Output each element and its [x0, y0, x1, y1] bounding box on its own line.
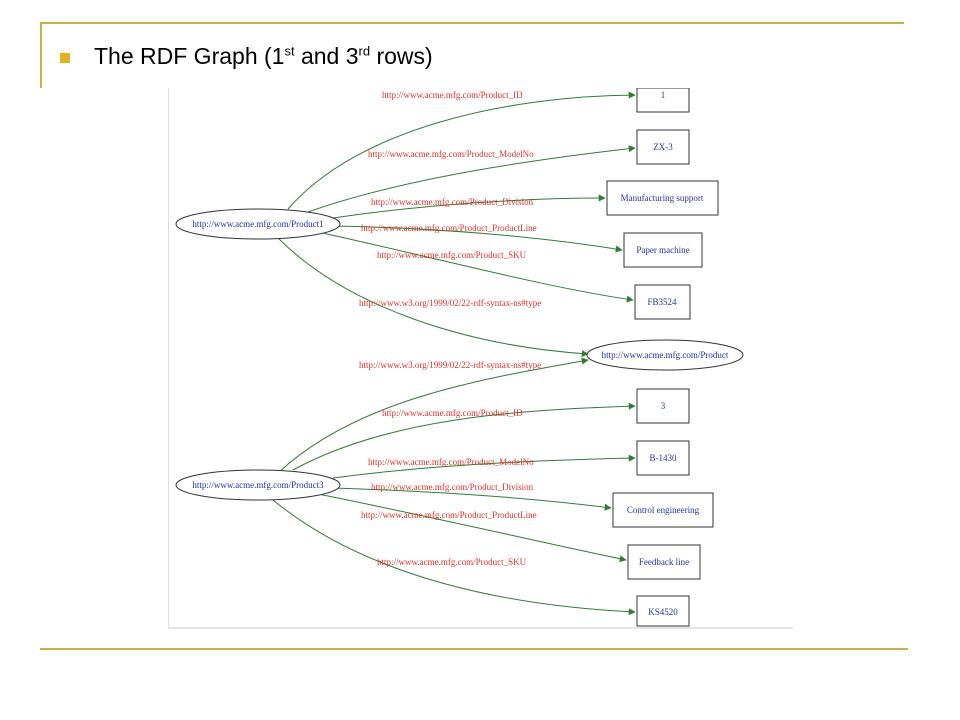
node-label-product1: http://www.acme.mfg.com/Product1 — [192, 219, 323, 229]
node-label-lit-manufacturing: Manufacturing support — [621, 193, 704, 203]
edge-label-p1-id: http://www.acme.mfg.com/Product_ID — [382, 90, 523, 100]
node-lit-manufacturing — [606, 180, 719, 216]
node-product1 — [175, 208, 341, 240]
node-lit-1 — [636, 88, 690, 113]
edge-p3-sku — [272, 499, 636, 616]
node-label-lit-control: Control engineering — [627, 505, 700, 515]
node-label-product-class: http://www.acme.mfg.com/Product — [602, 350, 729, 360]
edge-label-p3-id: http://www.acme.mfg.com/Product_ID — [382, 408, 523, 418]
edge-p1-type — [277, 237, 589, 358]
node-product3 — [175, 469, 341, 501]
edge-p3-type — [277, 357, 589, 474]
bottom-rule — [40, 648, 908, 650]
edge-p1-line — [332, 225, 623, 253]
node-label-lit-zx3: ZX-3 — [653, 142, 673, 152]
node-lit-zx3 — [636, 129, 690, 165]
edge-label-p1-type: http://www.w3.org/1999/02/22-rdf-syntax-… — [359, 298, 541, 308]
node-label-lit-b1430: B-1430 — [650, 453, 678, 463]
edge-p1-id — [287, 91, 636, 210]
left-rule — [40, 22, 42, 88]
edge-p1-div — [332, 194, 606, 219]
node-lit-control — [612, 492, 714, 528]
node-lit-paper — [623, 232, 703, 268]
node-label-lit-feedback: Feedback line — [639, 557, 689, 567]
edge-label-p3-type: http://www.w3.org/1999/02/22-rdf-syntax-… — [359, 360, 541, 370]
node-label-lit-3: 3 — [661, 401, 666, 411]
edge-label-p3-sku: http://www.acme.mfg.com/Product_SKU — [377, 557, 527, 567]
rdf-graph-diagram: http://www.acme.mfg.com/Product_ID http:… — [168, 88, 793, 633]
node-label-lit-fb3524: FB3524 — [647, 297, 677, 307]
edge-label-p3-div: http://www.acme.mfg.com/Product_Division — [371, 482, 534, 492]
edge-label-p1-line: http://www.acme.mfg.com/Product_ProductL… — [361, 223, 537, 233]
node-lit-feedback — [627, 544, 701, 580]
title-row: The RDF Graph (1st and 3rd rows) — [60, 40, 433, 72]
title-sup-st: st — [284, 42, 295, 58]
slide-title: The RDF Graph (1st and 3rd rows) — [94, 43, 433, 70]
edge-label-p3-line: http://www.acme.mfg.com/Product_ProductL… — [361, 510, 537, 520]
bullet-icon — [60, 53, 70, 63]
node-label-product3: http://www.acme.mfg.com/Product3 — [192, 480, 324, 490]
title-text-mid: and 3 — [294, 42, 359, 69]
node-label-lit-paper: Paper machine — [636, 245, 689, 255]
edge-p3-line — [317, 493, 627, 563]
edge-label-p3-model: http://www.acme.mfg.com/Product_ModelNo — [368, 457, 534, 467]
edge-p3-model — [332, 454, 636, 479]
edge-p3-id — [292, 402, 636, 471]
edge-p3-div — [332, 487, 612, 511]
node-lit-ks4520 — [636, 595, 690, 627]
title-text-end: rows) — [370, 42, 433, 69]
edge-label-p1-div: http://www.acme.mfg.com/Product_Division — [371, 197, 534, 207]
node-lit-b1430 — [636, 440, 690, 476]
edge-label-p1-sku: http://www.acme.mfg.com/Product_SKU — [377, 250, 527, 260]
title-text: The RDF Graph (1 — [94, 42, 285, 69]
node-product-class — [586, 339, 744, 371]
node-lit-3 — [636, 388, 690, 424]
top-rule — [40, 22, 904, 24]
edge-label-p1-model: http://www.acme.mfg.com/Product_ModelNo — [368, 149, 534, 159]
edge-p1-model — [307, 145, 636, 213]
node-lit-fb3524 — [634, 284, 691, 320]
node-label-lit-ks4520: KS4520 — [648, 607, 678, 617]
edge-p1-sku — [317, 231, 634, 303]
node-label-lit-1: 1 — [661, 90, 666, 100]
title-sup-rd: rd — [358, 42, 371, 58]
